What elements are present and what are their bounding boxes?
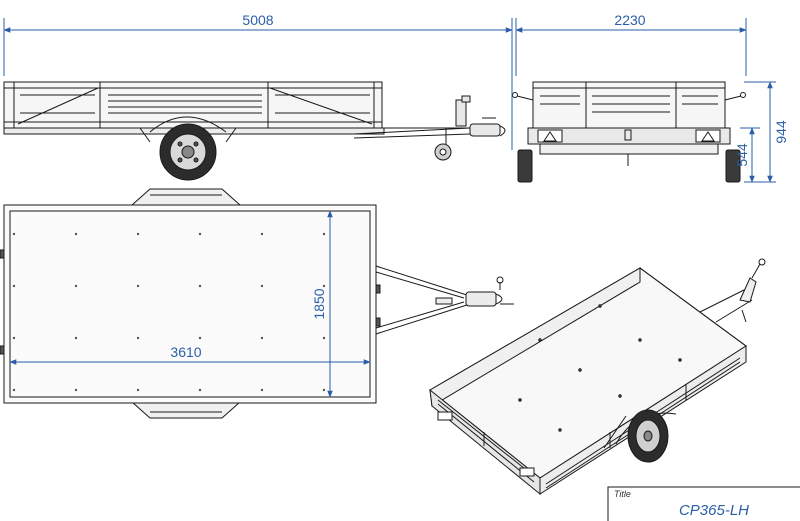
dim-overall-length: 5008 xyxy=(242,12,273,28)
title-label: Title xyxy=(614,489,631,499)
dimension-lines xyxy=(3,18,776,398)
title-value: CP365-LH xyxy=(679,502,749,519)
side-view xyxy=(3,81,506,181)
isometric-view xyxy=(429,258,766,496)
dim-bed-length: 3610 xyxy=(170,344,201,360)
dim-side-height: 544 xyxy=(734,143,750,167)
dim-bed-width: 1850 xyxy=(311,288,327,319)
title-block: Title CP365-LH xyxy=(607,486,800,521)
top-view xyxy=(0,188,514,419)
dim-overall-width: 2230 xyxy=(614,12,645,28)
rear-view xyxy=(512,81,746,183)
dim-overall-height: 944 xyxy=(773,120,789,144)
